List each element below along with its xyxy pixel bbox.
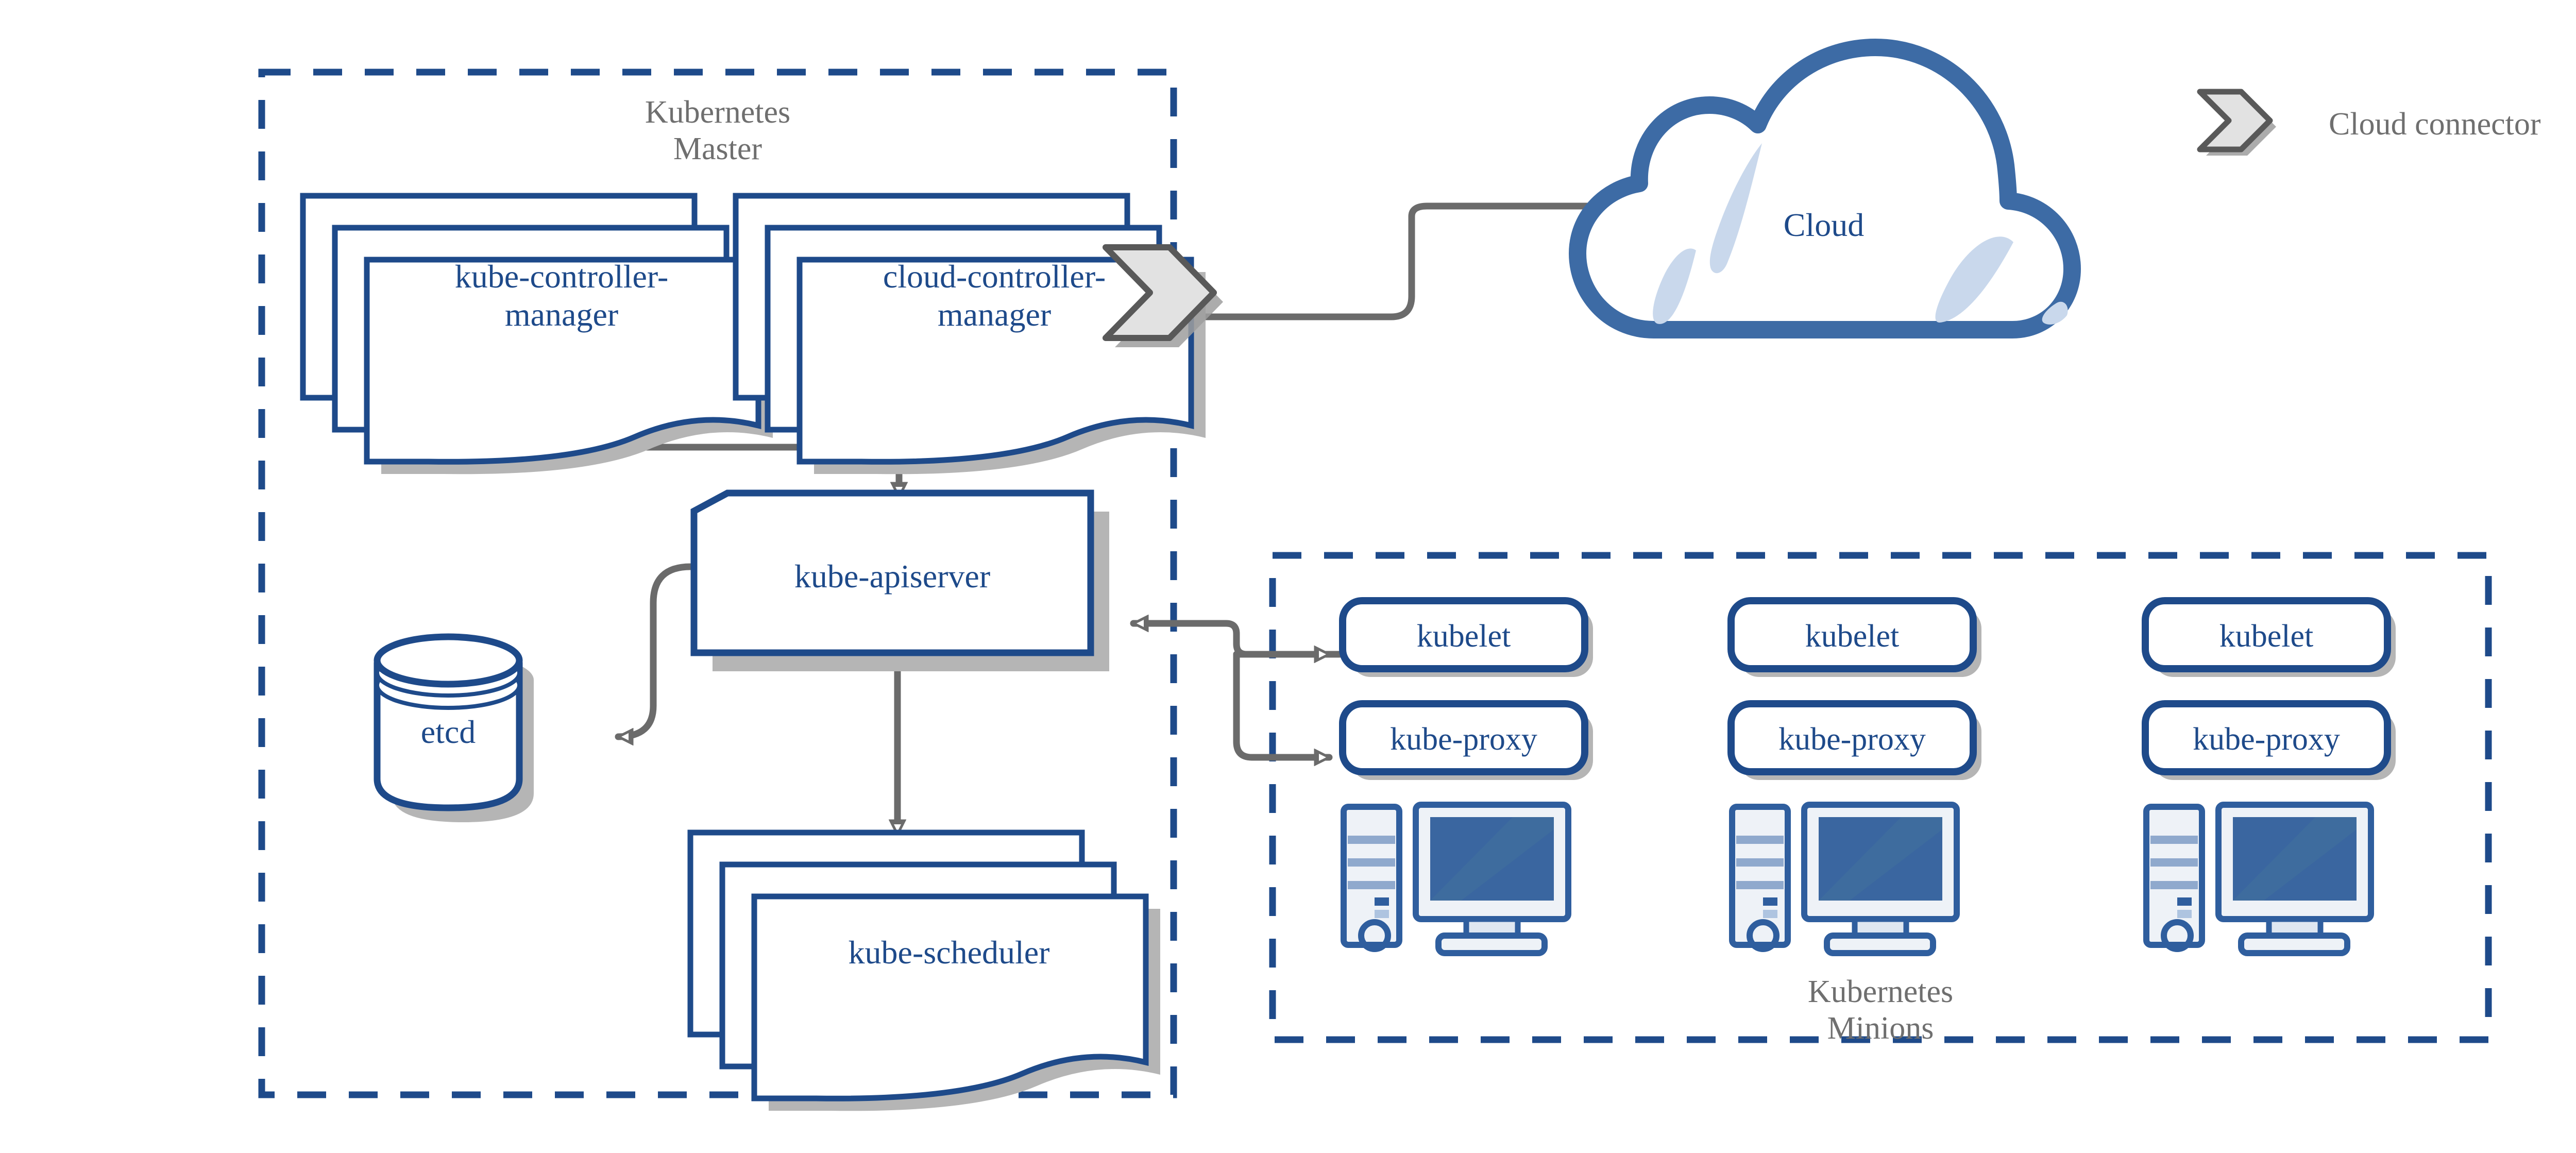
- edge-trunk-to-kube-proxy: [1233, 651, 1333, 757]
- kube-proxy-pill-1[interactable]: [1339, 700, 1593, 780]
- kube-controller-manager-node[interactable]: [303, 196, 773, 474]
- legend-cloud-connector-icon: [2197, 89, 2276, 156]
- cloud-accent-4: [2042, 301, 2068, 325]
- cloud-accent-3: [1935, 236, 2013, 323]
- minion-node-1[interactable]: [1339, 597, 1593, 953]
- edge-apiserver-to-etcd: [615, 567, 690, 737]
- cloud-node[interactable]: [1569, 39, 2081, 338]
- kubelet-pill-3[interactable]: [2142, 597, 2396, 677]
- desktop-computer-icon: [2146, 805, 2371, 953]
- cloud-accent-2: [1653, 248, 1696, 324]
- master-group-border: [258, 69, 1177, 1098]
- cloud-accent-1: [1709, 143, 1762, 274]
- kube-scheduler-node[interactable]: [690, 833, 1160, 1111]
- kube-apiserver-node[interactable]: [690, 489, 1109, 671]
- kubelet-pill-2[interactable]: [1727, 597, 1981, 677]
- kubelet-pill-1[interactable]: [1339, 597, 1593, 677]
- minion-node-3[interactable]: [2142, 597, 2396, 953]
- desktop-computer-icon: [1732, 805, 1957, 953]
- kube-proxy-pill-2[interactable]: [1727, 700, 1981, 780]
- etcd-node[interactable]: [374, 633, 534, 822]
- minion-node-2[interactable]: [1727, 597, 1981, 953]
- minions-group-border: [1269, 552, 2492, 1043]
- desktop-computer-icon: [1344, 805, 1568, 953]
- edge-cloud-controller-to-cloud: [1166, 206, 1616, 320]
- edge-apiserver-to-kubelet: [1130, 623, 1343, 658]
- kube-proxy-pill-3[interactable]: [2142, 700, 2396, 780]
